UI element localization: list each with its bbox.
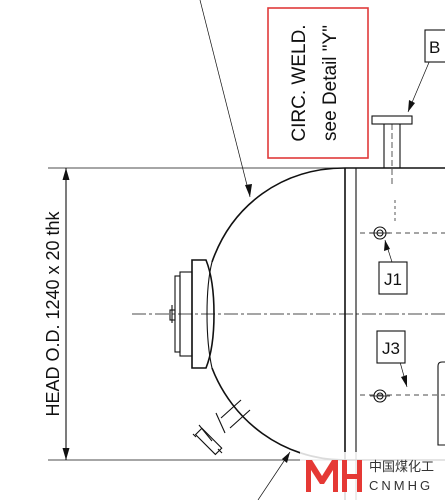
nozzle-j1 bbox=[370, 226, 390, 240]
internals-dashed bbox=[360, 200, 445, 396]
tag-j1-label: J1 bbox=[384, 270, 402, 289]
tag-j3-label: J3 bbox=[382, 339, 400, 358]
watermark-en-text: CNMHG bbox=[369, 478, 433, 493]
internal-box bbox=[437, 361, 445, 446]
circ-weld-note-line2: see Detail "Y" bbox=[320, 25, 341, 141]
tag-b-label: B bbox=[429, 38, 440, 57]
nozzle-j3 bbox=[370, 389, 390, 403]
watermark-mark bbox=[306, 460, 362, 492]
circ-weld-note-line1: CIRC. WELD. bbox=[289, 24, 310, 141]
angled-nozzle bbox=[192, 399, 251, 456]
tag-j3: J3 bbox=[376, 330, 406, 364]
watermark-logo: 中国煤化工 CNMHG bbox=[300, 452, 445, 500]
tag-j1: J1 bbox=[378, 261, 408, 295]
circ-weld-note: CIRC. WELD. see Detail "Y" bbox=[267, 7, 369, 159]
head-manway bbox=[169, 259, 215, 369]
head-od-dimension-label: HEAD O.D. 1240 x 20 thk bbox=[43, 210, 63, 416]
head-od-dimension: HEAD O.D. 1240 x 20 thk bbox=[43, 167, 345, 461]
top-nozzle bbox=[371, 115, 413, 185]
watermark-cn-text: 中国煤化工 bbox=[369, 460, 434, 475]
leaders bbox=[199, 0, 431, 500]
tag-b: B bbox=[424, 29, 445, 63]
